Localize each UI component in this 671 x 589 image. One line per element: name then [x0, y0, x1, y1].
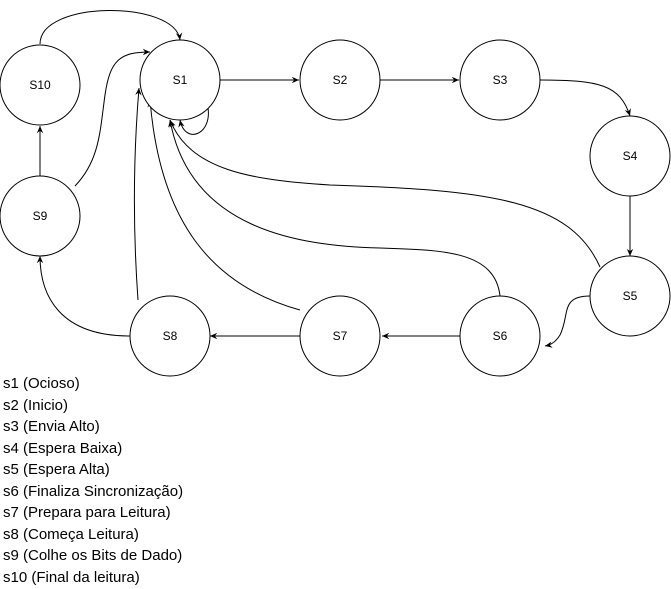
state-s1: S1	[139, 39, 221, 121]
state-s8-label: S8	[163, 329, 178, 343]
edge-s1-s1	[178, 107, 209, 135]
legend-item-s3: s3 (Envia Alto)	[3, 418, 100, 435]
state-legend: s1 (Ocioso) s2 (Inicio) s3 (Envia Alto) …	[3, 373, 183, 588]
state-s2-label: S2	[333, 73, 348, 87]
state-s7-label: S7	[333, 329, 348, 343]
state-s3: S3	[459, 39, 541, 121]
state-s4-label: S4	[623, 149, 638, 163]
state-s9: S9	[0, 175, 81, 257]
state-s6-label: S6	[493, 329, 508, 343]
state-s4: S4	[589, 115, 671, 197]
legend-item-s5: s5 (Espera Alta)	[3, 461, 110, 478]
state-s5: S5	[589, 255, 671, 337]
state-s10-label: S10	[29, 78, 51, 92]
state-s6: S6	[459, 295, 541, 377]
state-s3-label: S3	[493, 73, 508, 87]
state-s10: S10	[0, 44, 81, 126]
edge-s5-s1	[169, 119, 601, 268]
legend-item-s4: s4 (Espera Baixa)	[3, 439, 123, 457]
edge-s6-s1	[168, 119, 501, 297]
edge-s9-s1	[74, 48, 151, 187]
state-s7: S7	[299, 295, 381, 377]
state-s2: S2	[299, 39, 381, 121]
edge-s3-s4	[539, 79, 631, 117]
state-s9-label: S9	[33, 209, 48, 223]
legend-item-s7: s7 (Prepara para Leitura)	[3, 504, 171, 521]
state-s5-label: S5	[623, 289, 638, 303]
legend-item-s1: s1 (Ocioso)	[3, 375, 80, 392]
legend-item-s8: s8 (Começa Leitura)	[3, 525, 139, 543]
state-s1-label: S1	[173, 73, 188, 87]
edge-s8-s1	[133, 87, 142, 301]
edge-s10-s1	[39, 10, 183, 45]
legend-item-s6: s6 (Finaliza Sincronização)	[3, 482, 184, 500]
edge-s8-s9	[36, 255, 131, 337]
state-s8: S8	[129, 295, 211, 377]
edge-s7-s1	[147, 99, 301, 311]
legend-item-s2: s2 (Inicio)	[3, 396, 69, 414]
edge-s5-s6	[544, 295, 591, 348]
legend-item-s9: s9 (Colhe os Bits de Dado)	[3, 547, 183, 564]
legend-item-s10: s10 (Final da leitura)	[3, 568, 140, 586]
